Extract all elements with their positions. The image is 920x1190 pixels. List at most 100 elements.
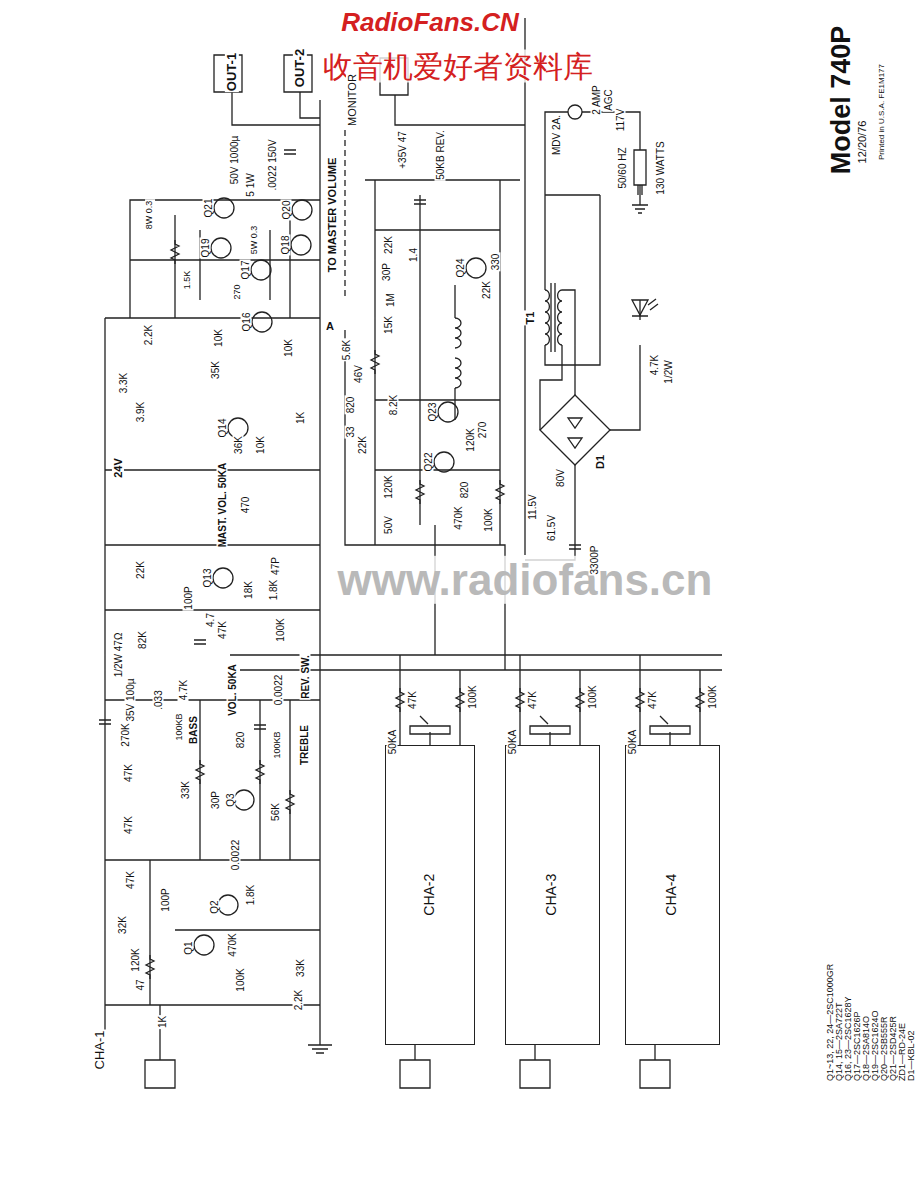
component-label: 47P [270,556,281,576]
component-label: 12/20/76 [856,120,868,165]
component-label: 30P [381,262,392,282]
transistor-symbol [218,895,238,915]
component-label: 33 [345,425,356,438]
component-label: 820 [459,481,470,500]
component-label: 15K [383,315,394,335]
component-label: 8.2K [388,394,399,417]
transistor-symbol [252,312,272,332]
component-label: 820 [235,731,246,750]
component-label: BASS [188,715,199,745]
watermark: 收音机爱好者资料库 [322,50,594,83]
component-label: 8W 0.3 [145,200,155,231]
transistor-symbol [214,198,234,218]
component-label: 470K [453,505,464,530]
component-label: 1.4 [408,247,419,263]
component-label: Q17 [240,260,251,281]
component-label: 820 [345,396,356,415]
component-label: 4.7K [178,679,189,702]
transistor-symbol [194,935,214,955]
component-label: 22K [383,235,394,255]
component-label: 1/2W 47Ω [113,632,124,679]
component-label: 1K [295,411,306,425]
component-label: Q14 [217,418,228,439]
component-label: 1K [157,1015,168,1029]
component-label: 22K [481,280,492,300]
component-label: 270 [477,421,488,440]
model-title: Model 740P [827,26,857,175]
transistor-symbol [291,235,311,255]
component-label: 130 WATTS [655,140,666,195]
transistor-symbol [234,790,254,810]
ground-symbol [308,205,648,1053]
channel-module-box: CHA-3 [505,745,600,1045]
component-label: 1M [385,292,396,308]
transistor-symbol [438,402,458,422]
module-label: CHA-2 [422,874,437,916]
component-label: 47K [123,763,134,783]
component-label: 1/2W [663,359,674,384]
component-label: 330 [490,253,501,272]
component-label: 270 [233,283,243,300]
component-label: 50KA [627,729,638,755]
component-label: 36K [233,435,244,455]
component-label: 120K [130,947,141,972]
power-wire [525,112,640,560]
component-label: 22K [357,435,368,455]
component-label: Q22 [423,452,434,473]
capacitor-symbol [99,150,581,729]
component-label: 5 1W [245,172,256,197]
component-label: 470 [240,496,251,515]
component-label: 5W 0.3 [250,225,260,256]
component-label: A [325,320,335,332]
transformer-core [551,283,555,352]
component-label: Q3 [225,792,236,807]
component-label: MONITOR [346,73,358,127]
component-label: TO MASTER VOLUME [326,157,338,274]
component-label: T1 [524,311,536,326]
component-label: 47K [407,690,418,710]
component-label: Q2 [209,899,220,914]
component-label: 100P [183,585,194,610]
watermark: www.radiofans.cn [337,556,714,604]
module-label: CHA-4 [665,874,680,916]
component-label: REV. SW. [300,654,311,700]
component-label: 0.0022 [230,839,241,872]
component-label: Q16 [241,312,252,333]
component-label: 46V [353,364,364,384]
component-label: .033 [153,689,164,710]
component-label: 32K [117,915,128,935]
component-label: 30P [210,790,221,810]
component-label: 50V [383,515,394,535]
dashed-link [344,130,345,300]
component-label: VOL. 50KA [227,663,238,717]
channel-module-box: CHA-2 [385,745,475,1045]
component-label: 470K [227,932,238,957]
component-label: Printed in U.S.A. FE1M177 [878,63,887,161]
component-label: 82K [137,630,148,650]
component-label: 50KB REV. [435,129,446,181]
component-label: MAST. VOL. 50KA [217,462,228,548]
component-label: 100K [483,507,494,532]
component-label: 100K [707,684,718,709]
component-label: 47K [647,690,658,710]
component-label: CHA-1 [93,1029,107,1070]
component-label: 100K [587,684,598,709]
module-label: CHA-3 [545,874,560,916]
component-label: 100KB [175,712,185,741]
component-label: 1.8K [245,884,256,907]
component-label: 10K [213,328,224,348]
component-label: 50/60 HZ [617,146,628,189]
component-label: 120K [383,474,394,499]
parts-list-line: D1—KBL-02 [907,1029,917,1082]
component-label: 11.5V [527,493,538,520]
component-label: 61.5V [546,514,557,542]
component-label: 0.0022 [273,674,284,707]
fuse [568,105,582,119]
transistor-symbol [466,258,486,278]
component-label: 100K [467,684,478,709]
wire [105,18,722,1065]
component-label: AGC [603,88,614,112]
component-label: Q18 [280,235,291,256]
component-label: OUT-1 [225,52,239,92]
component-label: 117V [615,108,626,133]
